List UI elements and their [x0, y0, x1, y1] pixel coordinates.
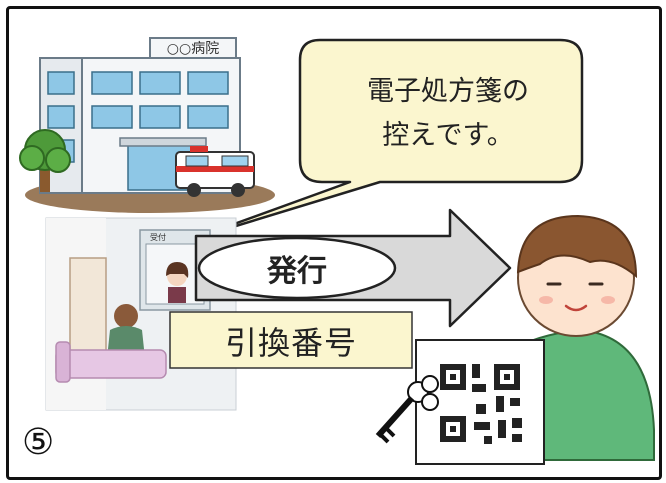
- issue-label: 発行: [267, 254, 327, 289]
- key-icon: [375, 375, 439, 444]
- speech-bubble-text: 電子処方箋の 控えです。: [318, 70, 578, 158]
- exchange-number-label: 引換番号: [224, 324, 357, 362]
- hospital-sign: ○○病院: [166, 41, 220, 57]
- speech-line-1: 電子処方箋の: [367, 76, 529, 107]
- svg-text:受付: 受付: [150, 232, 166, 242]
- speech-line-2: 控えです。: [382, 120, 514, 151]
- step-number: ⑤: [22, 422, 55, 463]
- exchange-number-box: [169, 311, 413, 369]
- issue-oval: [197, 236, 397, 300]
- speech-bubble: [188, 38, 584, 242]
- tree-icon: [19, 129, 71, 192]
- ambulance-icon: [175, 146, 255, 197]
